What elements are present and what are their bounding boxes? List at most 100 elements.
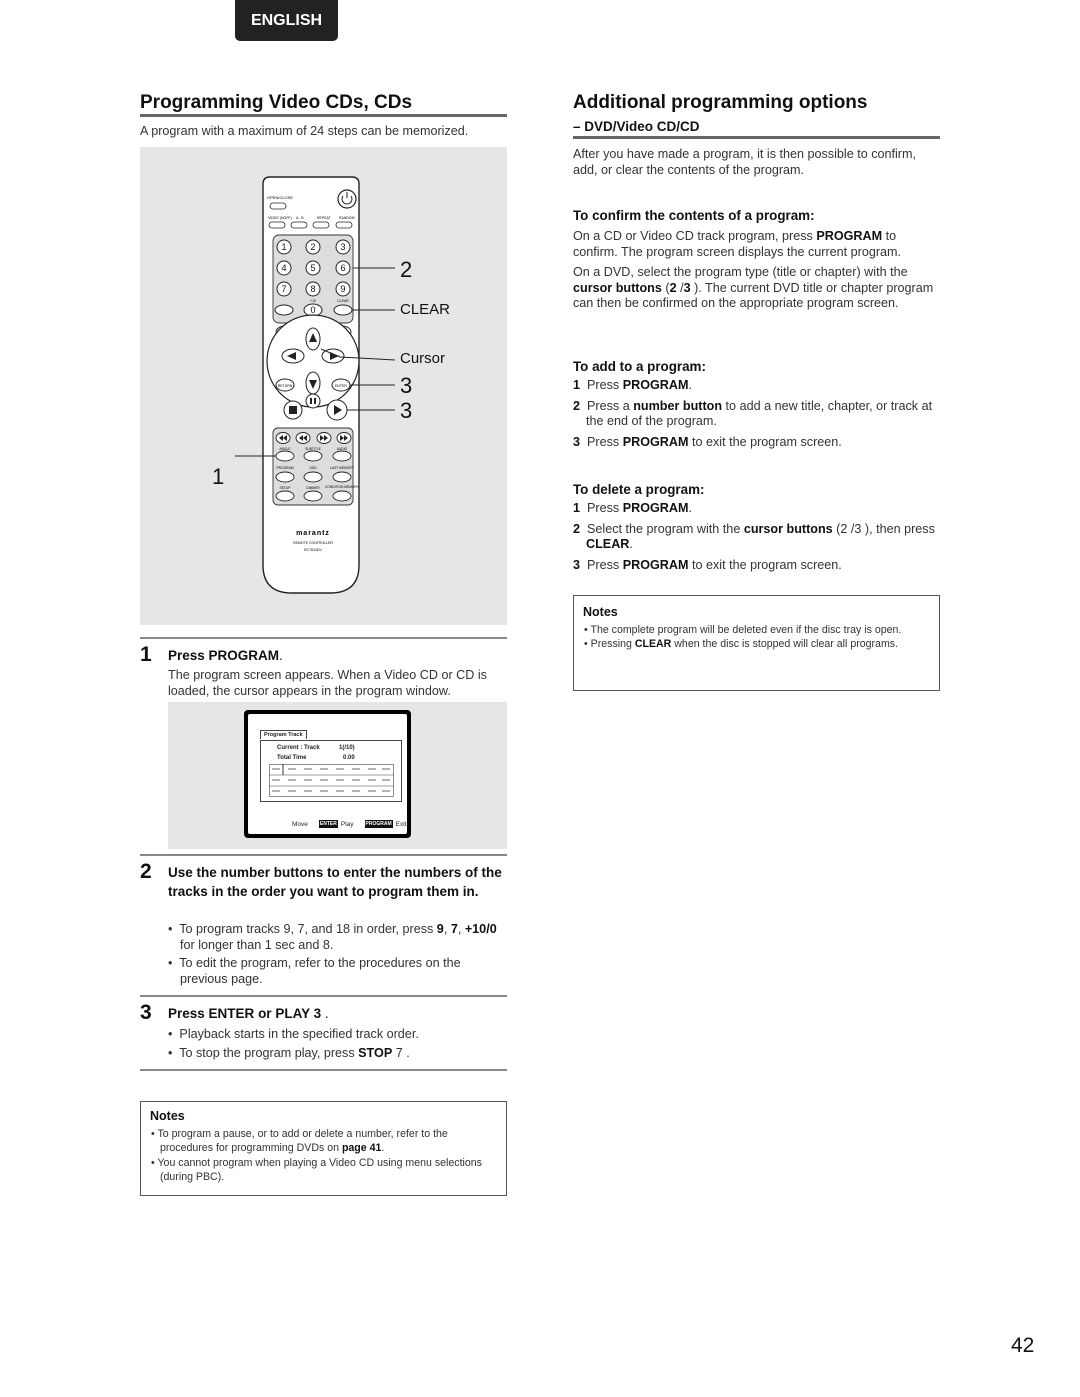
right-notes-title: Notes bbox=[583, 605, 618, 619]
program-screen-illustration: Program Track Current : Track 1(/10) Tot… bbox=[168, 702, 507, 849]
delete-step-1: 1 Press PROGRAM. bbox=[573, 501, 692, 515]
screen-total-label: Total Time bbox=[277, 755, 307, 761]
language-tab-label: ENGLISH bbox=[250, 11, 323, 29]
step2-bullets: • To program tracks 9, 7, and 18 in orde… bbox=[168, 922, 498, 987]
delete-heading: To delete a program: bbox=[573, 482, 705, 497]
label-subtitle: SUBTITLE bbox=[305, 447, 322, 451]
label-ab: A - B bbox=[296, 216, 304, 220]
step2-title: Use the number buttons to enter the numb… bbox=[168, 865, 502, 899]
page-number: 42 bbox=[1011, 1334, 1035, 1357]
label-random: RANDOM bbox=[339, 216, 355, 220]
left-notes-box: Notes • To program a pause, or to add or… bbox=[140, 1101, 507, 1196]
label-model: RC7814DV bbox=[304, 548, 322, 552]
add-step-3: 3 Press PROGRAM to exit the program scre… bbox=[573, 434, 842, 449]
step1-title: Press PROGRAM. bbox=[168, 648, 283, 663]
digit-7: 7 bbox=[281, 284, 286, 294]
label-clear: CLEAR bbox=[337, 299, 349, 303]
digit-9: 9 bbox=[340, 284, 345, 294]
digit-5: 5 bbox=[310, 263, 315, 273]
tv-frame: Program Track Current : Track 1(/10) Tot… bbox=[244, 710, 411, 838]
screen-footer: Move ENTER Play PROGRAM Exit bbox=[292, 820, 406, 828]
add-heading: To add to a program: bbox=[573, 359, 706, 374]
callout-2: 2 bbox=[400, 257, 413, 282]
step3-bottom-rule bbox=[140, 1069, 507, 1071]
label-osd: OSD bbox=[309, 466, 317, 470]
label-setup: SETUP bbox=[280, 486, 292, 490]
step3-rule bbox=[140, 995, 507, 997]
screen-track-grid bbox=[269, 764, 394, 797]
step1-number: 1 bbox=[140, 643, 152, 666]
right-intro: After you have made a program, it is the… bbox=[573, 147, 916, 177]
screen-enter-key: ENTER bbox=[318, 820, 338, 828]
step3-bullet-2: • To stop the program play, press STOP 7… bbox=[168, 1045, 410, 1060]
right-notes-box: Notes • The complete program will be del… bbox=[573, 595, 940, 691]
label-return: RETURN bbox=[278, 384, 293, 388]
language-tab: ENGLISH bbox=[235, 0, 338, 41]
screen-program-key: PROGRAM bbox=[364, 820, 393, 828]
callout-3-play: 3 bbox=[400, 398, 413, 423]
digit-1: 1 bbox=[281, 242, 286, 252]
confirm-para-2: On a DVD, select the program type (title… bbox=[573, 265, 934, 311]
label-video-off: VIDEO (NOFF) bbox=[268, 216, 292, 220]
screen-current-label: Current : Track bbox=[277, 745, 320, 751]
section-title-programming: Programming Video CDs, CDs bbox=[140, 92, 413, 113]
add-steps: 1 Press PROGRAM. 2 Press a number button… bbox=[573, 378, 941, 450]
label-condition-memory: CONDITION MEMORY bbox=[325, 485, 360, 489]
screen-current-value: 1(/10) bbox=[339, 745, 355, 751]
label-enter: ENTER bbox=[335, 384, 347, 388]
left-note-2: • You cannot program when playing a Vide… bbox=[151, 1156, 482, 1183]
callout-cursor: Cursor bbox=[400, 350, 446, 367]
digit-3: 3 bbox=[340, 242, 345, 252]
step1-rule bbox=[140, 637, 507, 639]
label-audio: AUDIO bbox=[337, 447, 348, 451]
confirm-heading: To confirm the contents of a program: bbox=[573, 208, 815, 223]
section-subtitle: – DVD/Video CD/CD bbox=[573, 119, 700, 134]
digit-2: 2 bbox=[310, 242, 315, 252]
label-angle: ANGLE bbox=[279, 447, 291, 451]
step2-bullet-2: • To edit the program, refer to the proc… bbox=[168, 956, 461, 986]
screen-play-label: Play bbox=[340, 820, 354, 828]
step2-rule bbox=[140, 854, 507, 856]
title-rule bbox=[140, 114, 507, 117]
step2-number: 2 bbox=[140, 860, 152, 883]
step3-bullet-1: • Playback starts in the specified track… bbox=[168, 1027, 419, 1041]
label-program: PROGRAM bbox=[276, 466, 293, 470]
digit-0: 0 bbox=[310, 305, 315, 315]
screen-total-value: 0.00 bbox=[343, 755, 355, 761]
delete-steps: 1 Press PROGRAM. 2 Select the program wi… bbox=[573, 501, 941, 573]
digit-4: 4 bbox=[281, 263, 286, 273]
right-title-rule bbox=[573, 136, 940, 139]
label-last-memory: LAST MEMORY bbox=[330, 466, 355, 470]
right-note-1: • The complete program will be deleted e… bbox=[584, 624, 902, 636]
digit-6: 6 bbox=[340, 263, 345, 273]
step3-title: Press ENTER or PLAY 3 . bbox=[168, 1006, 329, 1021]
screen-panel: Current : Track 1(/10) Total Time 0.00 bbox=[260, 740, 402, 802]
brand-logo: marantz bbox=[296, 530, 330, 537]
label-dimmer: DIMMER bbox=[306, 486, 320, 490]
intro-text: A program with a maximum of 24 steps can… bbox=[140, 124, 469, 138]
screen-exit-label: Exit bbox=[395, 820, 407, 828]
step3-number: 3 bbox=[140, 1001, 152, 1024]
right-note-2: • Pressing CLEAR when the disc is stoppe… bbox=[584, 638, 899, 651]
label-repeat: REPEAT bbox=[317, 216, 332, 220]
left-note-1: • To program a pause, or to add or delet… bbox=[151, 1128, 448, 1155]
delete-step-2: 2 Select the program with the cursor but… bbox=[573, 521, 935, 552]
step2-bullet-1: • To program tracks 9, 7, and 18 in orde… bbox=[168, 922, 497, 952]
callout-1: 1 bbox=[212, 464, 225, 489]
callout-clear: CLEAR bbox=[400, 301, 451, 318]
add-step-2: 2 Press a number button to add a new tit… bbox=[573, 398, 933, 429]
step1-body: The program screen appears. When a Video… bbox=[168, 668, 487, 698]
callout-3-enter: 3 bbox=[400, 373, 413, 398]
label-plus10: +10 bbox=[310, 299, 316, 303]
screen-tab: Program Track bbox=[260, 730, 307, 739]
confirm-para-1: On a CD or Video CD track program, press… bbox=[573, 229, 902, 259]
step3-bullets: • Playback starts in the specified track… bbox=[168, 1027, 498, 1061]
section-title-additional: Additional programming options bbox=[573, 92, 868, 113]
digit-8: 8 bbox=[310, 284, 315, 294]
delete-step-3: 3 Press PROGRAM to exit the program scre… bbox=[573, 557, 842, 572]
screen-move-label: Move bbox=[292, 820, 308, 828]
remote-illustration: OPEN/CLOSE VIDEO (NOFF) A - B REPEAT RAN… bbox=[140, 147, 507, 625]
label-open-close: OPEN/CLOSE bbox=[267, 195, 293, 200]
left-notes-title: Notes bbox=[150, 1109, 185, 1123]
remote-control-drawing: OPEN/CLOSE VIDEO (NOFF) A - B REPEAT RAN… bbox=[235, 176, 396, 594]
